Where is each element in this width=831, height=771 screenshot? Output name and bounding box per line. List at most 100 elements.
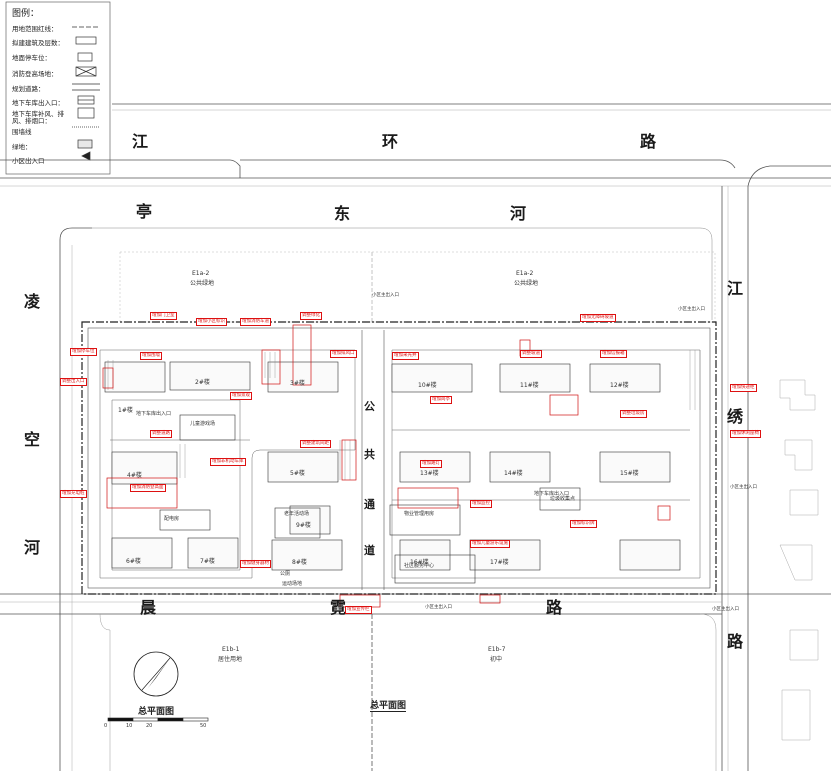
gate-label: 小区主出入口 [678, 307, 705, 312]
road-south [0, 593, 831, 771]
facility-footprints [159, 414, 581, 584]
facility-label: 物业管理用房 [404, 511, 435, 517]
buildings-east-footprints [391, 363, 681, 571]
red-note: 增加宣传栏 [345, 606, 372, 614]
facility-label: 老年活动场 [284, 511, 310, 517]
red-note: 增加消防登高面 [130, 484, 166, 492]
red-note: 增加排风口 [330, 350, 357, 358]
parcel-use: 居住用地 [218, 656, 243, 663]
road-north-char: 路 [640, 132, 657, 151]
public-passage [361, 330, 385, 590]
scale-tick: 50 [200, 723, 207, 729]
red-note: 增加快递柜 [730, 384, 757, 392]
parcel-use: 公共绿地 [514, 280, 539, 287]
red-note: 增加健身器材 [240, 560, 271, 568]
building-label: 3#楼 [290, 380, 305, 387]
facility-label: 配电房 [164, 516, 180, 522]
road-west [59, 227, 92, 771]
road-north [0, 103, 831, 187]
legend-item: 围墙线 [12, 128, 32, 136]
road-west-char: 空 [24, 430, 41, 449]
road-north-char: 江 [132, 132, 149, 151]
building-label: 5#楼 [290, 470, 305, 477]
road-south-char: 霓 [330, 598, 347, 617]
red-note: 调整垃圾房 [620, 410, 647, 418]
legend-frame [5, 1, 111, 175]
lane-north-char: 河 [510, 204, 527, 223]
passage-char: 公 [364, 400, 375, 413]
facility-label: 社区服务中心 [404, 563, 435, 569]
plan-title: 总平面图 [370, 698, 407, 712]
red-note: 增加停车位 [70, 348, 97, 356]
legend-symbols [72, 26, 100, 161]
legend-item: 绿地： [12, 143, 32, 151]
facility-label: 垃圾收集点 [550, 496, 576, 502]
legend-item: 小区出入口 [12, 157, 45, 165]
gate-label: 小区主出入口 [712, 607, 739, 612]
road-south-char: 晨 [140, 598, 157, 617]
building-label: 1#楼 [118, 407, 133, 414]
lane-north [92, 227, 716, 323]
legend-item: 地下车库补风、排风、排烟口： [12, 110, 64, 125]
building-label: 14#楼 [504, 470, 523, 477]
site-boundary [81, 321, 717, 595]
parcel-use: 公共绿地 [190, 280, 215, 287]
red-note: 增加充电桩 [60, 490, 87, 498]
red-note: 增加路灯 [420, 460, 442, 468]
parcel-code: E1a-2 [516, 270, 534, 277]
red-note: 增加监控 [470, 500, 492, 508]
building-label: 4#楼 [127, 472, 142, 479]
building-label: 9#楼 [296, 522, 311, 529]
building-label: 2#楼 [195, 379, 210, 386]
legend: 图例： 用地范围红线： 拟建建筑及层数： 地面停车位： 消防登高场地： 规划道路… [8, 4, 108, 174]
legend-item: 地下车库出入口： [12, 99, 64, 107]
building-label: 16#楼 [410, 559, 429, 566]
red-note: 增加小区标识 [196, 318, 227, 326]
scale-tick: 10 [126, 723, 133, 729]
road-north-char: 环 [382, 132, 399, 151]
parcel-code: E1b-7 [488, 646, 506, 653]
building-label: 10#楼 [418, 382, 437, 389]
road-west-char: 凌 [24, 292, 41, 311]
road-west-char: 河 [24, 538, 41, 557]
parcel-use: 初中 [490, 656, 503, 663]
neighbor-buildings [779, 379, 819, 741]
red-note: 增加消防车道 [240, 318, 271, 326]
facility-label: 地下车库出入口 [136, 411, 172, 417]
lane-north-char: 亭 [136, 202, 153, 221]
parking-hatch [107, 350, 701, 480]
red-note: 调整建筑间距 [300, 440, 331, 448]
building-label: 8#楼 [292, 559, 307, 566]
north-arrow [133, 651, 179, 697]
legend-item: 地面停车位： [12, 54, 51, 62]
buildings-west-footprints [104, 361, 343, 571]
building-label: 12#楼 [610, 382, 629, 389]
facility-label: 公厕 [280, 571, 291, 577]
facility-label: 儿童游戏场 [190, 421, 216, 427]
parcel-code: E1b-1 [222, 646, 240, 653]
red-note: 增加儿童游乐设施 [470, 540, 510, 548]
lane-north-char: 东 [334, 204, 351, 223]
road-east-char: 路 [727, 632, 744, 651]
road-south-char: 路 [546, 598, 563, 617]
site-wall [87, 327, 711, 589]
gate-label: 小区主出入口 [730, 485, 757, 490]
passage-char: 共 [364, 448, 375, 461]
facility-label: 地下车库出入口 [534, 491, 570, 497]
legend-item: 消防登高场地： [12, 70, 58, 78]
red-note: 增加标识牌 [570, 520, 597, 528]
scale-tick: 0 [104, 723, 108, 729]
red-note: 调整绿化 [300, 312, 322, 320]
road-east [721, 165, 831, 771]
gate-label: 小区主出入口 [372, 293, 399, 298]
building-label: 6#楼 [126, 558, 141, 565]
red-note: 增加景观 [230, 392, 252, 400]
road-east-char: 绣 [727, 407, 744, 426]
legend-item: 用地范围红线： [12, 25, 58, 33]
passage-char: 道 [364, 544, 375, 557]
road-east-char: 江 [727, 279, 744, 298]
building-label: 11#楼 [520, 382, 539, 389]
red-note: 增加无障碍坡道 [580, 314, 616, 322]
legend-item: 规划道路： [12, 85, 45, 93]
red-note: 调整坡道 [520, 350, 542, 358]
